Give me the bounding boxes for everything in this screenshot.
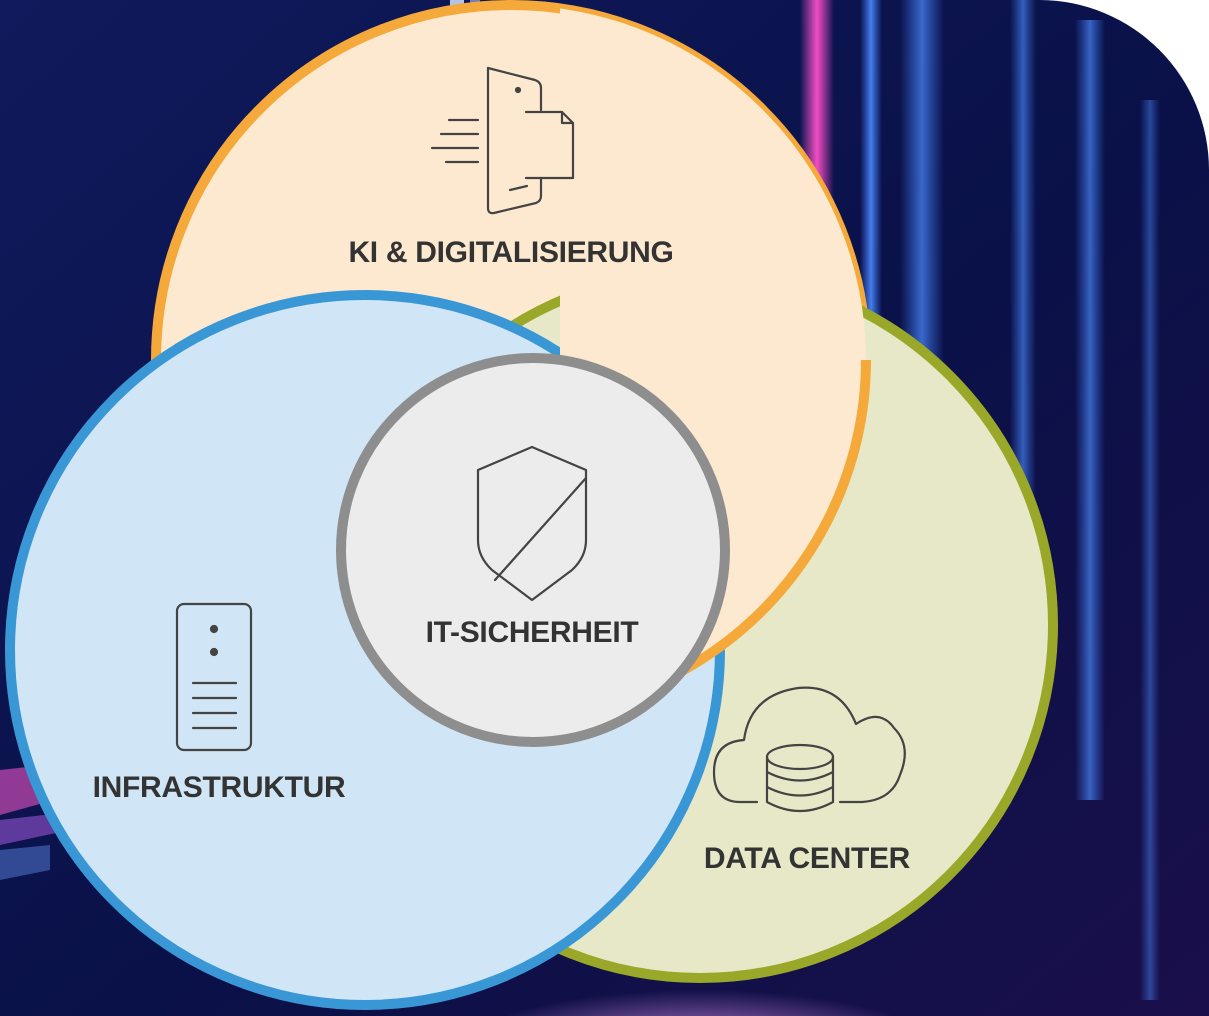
circle-it-sicherheit <box>336 353 730 747</box>
server-tower-icon <box>175 602 253 752</box>
label-infrastruktur: INFRASTRUKTUR <box>93 771 346 804</box>
circle-sec-shape <box>336 353 730 747</box>
label-it-sicherheit: IT-SICHERHEIT <box>426 616 639 649</box>
label-ki-digitalisierung: KI & DIGITALISIERUNG <box>348 236 673 269</box>
document-tablet-icon <box>430 66 575 215</box>
cloud-database-icon <box>712 686 906 812</box>
label-data-center: DATA CENTER <box>704 842 911 875</box>
shield-icon <box>476 445 588 602</box>
